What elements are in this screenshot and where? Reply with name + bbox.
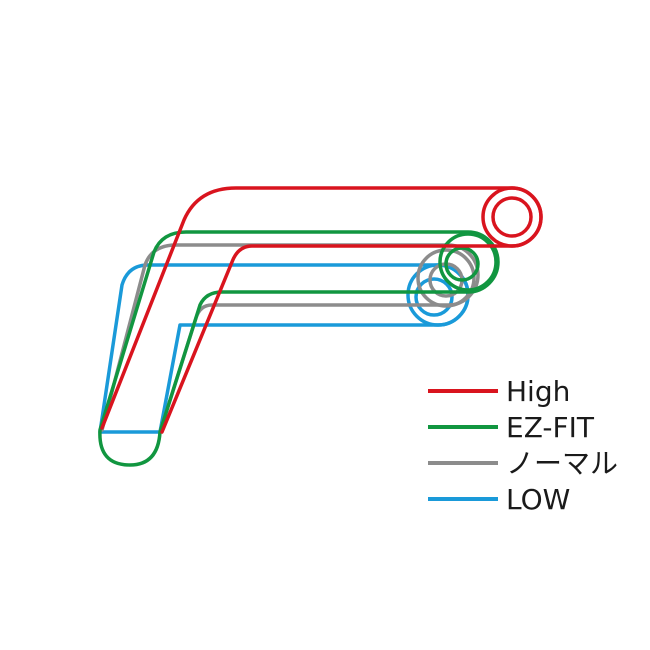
ezfit-bar-body — [98, 230, 500, 467]
legend-label-low: LOW — [506, 483, 570, 516]
high-bar-outline — [100, 186, 543, 434]
low-bar-end-inner — [414, 277, 454, 317]
legend-item-ezfit: EZ-FIT — [428, 411, 595, 444]
legend-item-normal: ノーマル — [428, 447, 618, 480]
legend-label-ezfit: EZ-FIT — [506, 411, 595, 444]
ezfit-bar-end-outer — [438, 232, 498, 292]
legend-label-normal: ノーマル — [506, 447, 618, 480]
high-bar-end-outer — [481, 186, 543, 248]
legend-item-low: LOW — [428, 483, 570, 516]
ezfit-bar-outline — [98, 230, 500, 467]
legend-label-high: High — [506, 375, 570, 408]
normal-bar-end-outer — [416, 248, 476, 308]
ezfit-bar-end-inner — [444, 246, 480, 282]
legend: High EZ-FIT ノーマル LOW — [428, 375, 618, 516]
legend-item-high: High — [428, 375, 570, 408]
normal-bar-outline — [100, 243, 480, 434]
high-bar-end-inner — [491, 196, 533, 238]
normal-bar-body — [100, 243, 480, 434]
